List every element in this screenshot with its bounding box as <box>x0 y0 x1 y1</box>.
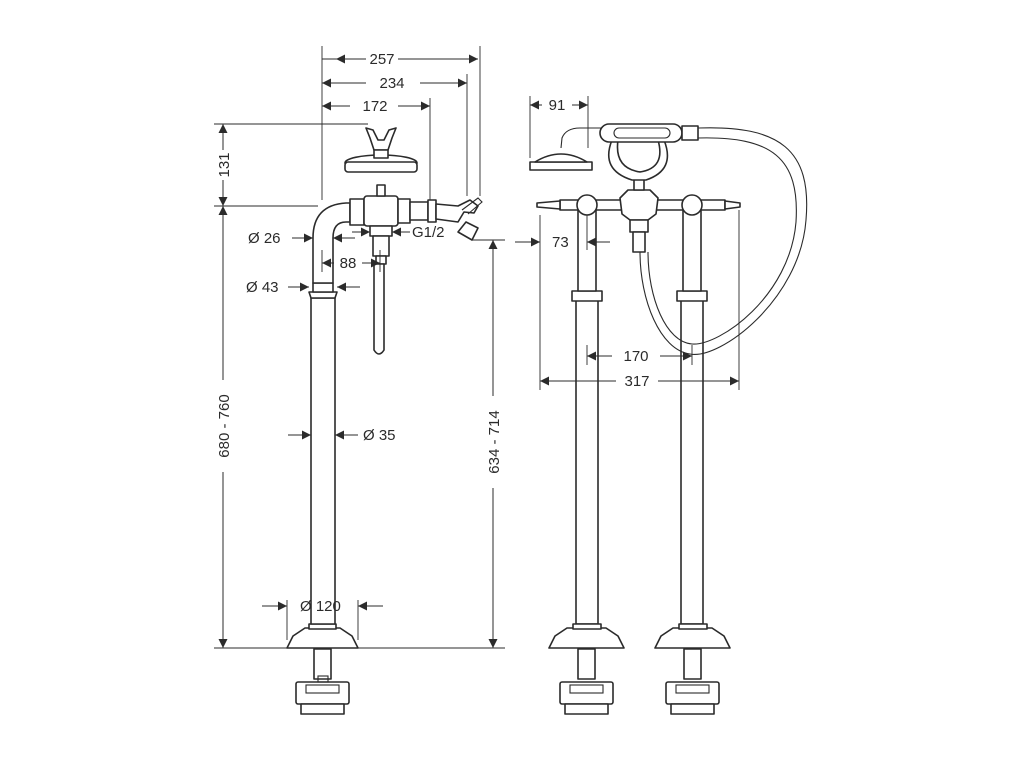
upper-pipe-front-right <box>682 209 702 292</box>
floor-cover-front-left <box>548 627 625 649</box>
standpipe-collar <box>308 291 338 299</box>
shower-hose-inner <box>647 137 797 345</box>
spout-lever <box>461 197 483 215</box>
dim-88: 88 <box>340 255 357 272</box>
hose-connector <box>632 231 646 253</box>
diverter-body <box>372 235 390 257</box>
mounting-block-inner <box>305 684 340 694</box>
dim-dia-120: Ø 120 <box>300 598 341 615</box>
mount-inner-front-right <box>675 684 710 694</box>
side-view <box>286 127 483 715</box>
floor-cover-front-right <box>654 627 731 649</box>
handset-label <box>613 127 671 139</box>
dim-dia-35: Ø 35 <box>363 427 396 444</box>
valve-body <box>363 195 399 227</box>
handle-plate <box>344 161 418 173</box>
standpipe-ring <box>312 282 334 293</box>
shower-head <box>529 161 593 171</box>
dim-91: 91 <box>549 97 566 114</box>
dim-g12: G1/2 <box>412 224 445 241</box>
dim-634-714: 634 - 714 <box>486 410 503 473</box>
shower-head-dome <box>534 153 588 163</box>
dim-dia-43: Ø 43 <box>246 279 279 296</box>
diverter-outlet <box>629 219 649 233</box>
diverter-center <box>619 189 659 221</box>
dim-317: 317 <box>624 373 649 390</box>
valve-right <box>681 194 703 216</box>
handle-cap <box>373 149 389 159</box>
body-nut-right <box>397 198 411 224</box>
floor-collar-front-right <box>678 623 708 630</box>
valve-left <box>576 194 598 216</box>
body-nut-left <box>349 198 365 226</box>
handle-stem <box>376 184 386 197</box>
hose-nut <box>681 125 699 141</box>
front-view <box>529 123 808 715</box>
spout-outlet <box>457 221 479 241</box>
diverter-nut <box>369 225 393 237</box>
handle-cross <box>365 127 397 151</box>
mount-nut-front-right <box>670 703 715 715</box>
mounting-stud <box>317 675 329 683</box>
dimension-lines: 257 234 172 131 680 - 760 634 - 714 Ø 26 <box>214 46 740 649</box>
floor-pipe-front-right <box>683 648 702 680</box>
dim-680-760: 680 - 760 <box>216 394 233 457</box>
floor-collar-front-left <box>572 623 602 630</box>
dim-73: 73 <box>552 234 569 251</box>
dim-172: 172 <box>362 98 387 115</box>
shower-hose-outer <box>639 127 808 355</box>
dim-170: 170 <box>623 348 648 365</box>
dim-257: 257 <box>369 51 394 68</box>
lever-left <box>536 200 561 210</box>
standpipe-left <box>310 297 336 625</box>
mount-inner-front-left <box>569 684 604 694</box>
lever-right <box>724 200 741 210</box>
hand-shower-rod <box>373 263 385 355</box>
shower-arm <box>560 127 604 149</box>
floor-cover-left <box>286 627 359 649</box>
dim-234: 234 <box>379 75 404 92</box>
mount-nut-front-left <box>564 703 609 715</box>
floor-pipe-front-left <box>577 648 596 680</box>
handset-cradle <box>607 139 669 181</box>
dim-131: 131 <box>216 152 233 177</box>
mounting-nut-left <box>300 703 345 715</box>
collar-front-right <box>676 290 708 302</box>
connector-nut <box>427 199 437 223</box>
dim-dia-26: Ø 26 <box>248 230 281 247</box>
collar-front-left <box>571 290 603 302</box>
floor-pipe-left <box>313 648 332 680</box>
body-connector <box>409 201 429 221</box>
